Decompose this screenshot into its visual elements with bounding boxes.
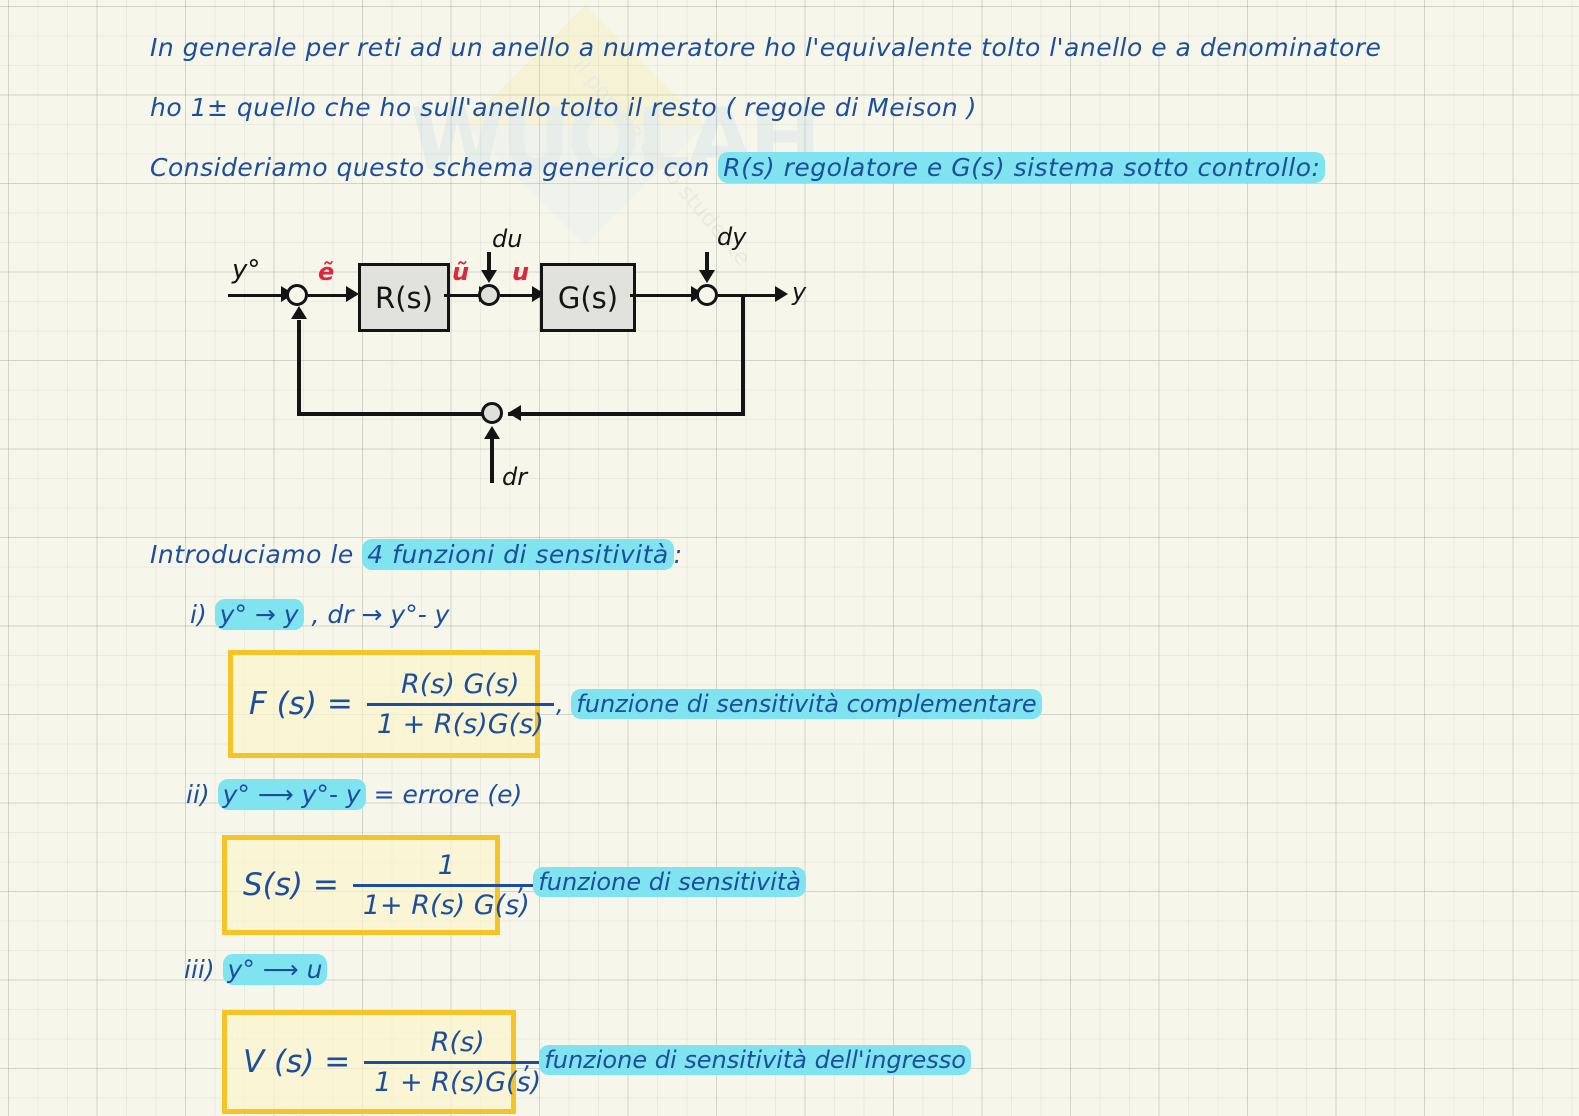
arrow-dy: [699, 270, 715, 283]
intro-highlight: 4 funzioni di sensitività: [362, 539, 674, 570]
plant-block: G(s): [540, 263, 636, 332]
formula-v-bar: [364, 1060, 552, 1064]
formula-box-s: S(s) = 1 1+ R(s) G(s): [222, 835, 540, 935]
formula-box-v: V (s) = R(s) 1 + R(s)G(s): [222, 1010, 552, 1114]
summing-node-error: [286, 284, 308, 306]
formula-v-fraction: R(s) 1 + R(s)G(s): [364, 1026, 552, 1098]
section-i-map-highlight: y° → y: [214, 599, 304, 630]
wire-feedback-riser: [297, 320, 301, 415]
wire-input: [228, 293, 283, 297]
section-i-mapping: i) y° → y , dr → y°- y: [190, 599, 450, 630]
wire-feedback-down: [741, 293, 745, 416]
formula-v-lhs: V (s) =: [243, 1044, 351, 1080]
formula-f-bar: [366, 702, 554, 706]
note-v-highlight: funzione di sensitività dell'ingresso: [539, 1045, 971, 1075]
arrow-output: [775, 286, 788, 302]
diagram-input-label: y°: [232, 255, 261, 285]
intro-colon: :: [673, 540, 683, 569]
formula-s-denominator: 1+ R(s) G(s): [362, 889, 530, 921]
note-s-highlight: funzione di sensitività: [533, 867, 806, 897]
note-f-highlight: funzione di sensitività complementare: [571, 689, 1042, 719]
wire-regulator-to-node: [444, 293, 486, 297]
formula-f-lhs: F (s) =: [249, 686, 353, 722]
arrow-feedback-left: [508, 404, 521, 421]
note-f: , funzione di sensitività complementare: [556, 689, 1042, 719]
wire-node-to-plant: [500, 293, 538, 297]
wire-feedback-horizontal-left: [297, 412, 483, 416]
section-iii-index: iii): [184, 955, 215, 984]
wire-feedback-horizontal-right: [508, 412, 744, 416]
diagram-dr-label: dr: [502, 463, 528, 491]
note-s-comma: ,: [518, 868, 526, 896]
arrow-du: [481, 270, 497, 283]
intro-line: Introduciamo le 4 funzioni di sensitivit…: [150, 539, 683, 570]
section-i-index: i): [190, 600, 207, 629]
section-ii-map-rest: = errore (e): [365, 780, 523, 809]
summing-node-du: [478, 284, 500, 306]
note-line-3: Consideriamo questo schema generico con …: [150, 152, 1326, 183]
formula-f-numerator: R(s) G(s): [401, 668, 520, 700]
section-i-map-rest: , dr → y°- y: [303, 600, 450, 629]
section-ii-index: ii): [186, 780, 210, 809]
arrow-dr: [484, 426, 500, 439]
wire-du: [487, 252, 491, 276]
intro-plain: Introduciamo le: [150, 540, 363, 569]
diagram-dy-label: dy: [717, 223, 747, 251]
formula-box-f: F (s) = R(s) G(s) 1 + R(s)G(s): [228, 650, 554, 758]
wire-output: [718, 293, 780, 297]
section-ii-map-highlight: y° ⟶ y°- y: [217, 779, 366, 810]
section-iii-mapping: iii) y° ⟶ u: [184, 954, 328, 985]
note-s: , funzione di sensitività: [518, 867, 806, 897]
diagram-du-label: du: [492, 225, 523, 253]
diagram-utilde-label: ũ: [452, 258, 470, 286]
wire-plant-to-node: [630, 293, 696, 297]
formula-f-denominator: 1 + R(s)G(s): [376, 708, 544, 740]
note-v-comma: ,: [524, 1046, 532, 1074]
note-line-3-highlight: R(s) regolatore e G(s) sistema sotto con…: [718, 152, 1326, 183]
wire-dr: [490, 438, 494, 483]
note-v: , funzione di sensitività dell'ingresso: [524, 1045, 971, 1075]
formula-s-lhs: S(s) =: [243, 867, 339, 903]
formula-s-numerator: 1: [437, 849, 455, 881]
formula-s-fraction: 1 1+ R(s) G(s): [352, 849, 540, 921]
diagram-error-label: ẽ: [318, 258, 335, 286]
wire-error-to-regulator: [308, 293, 350, 297]
diagram-u-label: u: [512, 258, 530, 286]
note-line-1: In generale per reti ad un anello a nume…: [150, 33, 1382, 62]
arrow-error-to-regulator: [346, 286, 359, 302]
summing-node-dr: [481, 402, 503, 424]
note-line-3-plain: Consideriamo questo schema generico con: [150, 153, 719, 182]
note-f-comma: ,: [556, 690, 564, 718]
note-line-2: ho 1± quello che ho sull'anello tolto il…: [150, 93, 977, 122]
block-diagram: y° ẽ R(s) ũ du u G(s) dy y d: [0, 210, 900, 520]
formula-f-fraction: R(s) G(s) 1 + R(s)G(s): [366, 668, 554, 740]
formula-v-denominator: 1 + R(s)G(s): [374, 1066, 542, 1098]
formula-s-bar: [352, 883, 540, 887]
summing-node-dy: [696, 284, 718, 306]
formula-v-numerator: R(s): [430, 1026, 485, 1058]
regulator-block: R(s): [358, 263, 450, 332]
diagram-output-label: y: [792, 278, 807, 306]
wire-dy: [705, 252, 709, 276]
section-iii-map-highlight: y° ⟶ u: [222, 954, 328, 985]
arrow-feedback-into-node: [291, 306, 307, 319]
section-ii-mapping: ii) y° ⟶ y°- y = errore (e): [186, 779, 523, 810]
